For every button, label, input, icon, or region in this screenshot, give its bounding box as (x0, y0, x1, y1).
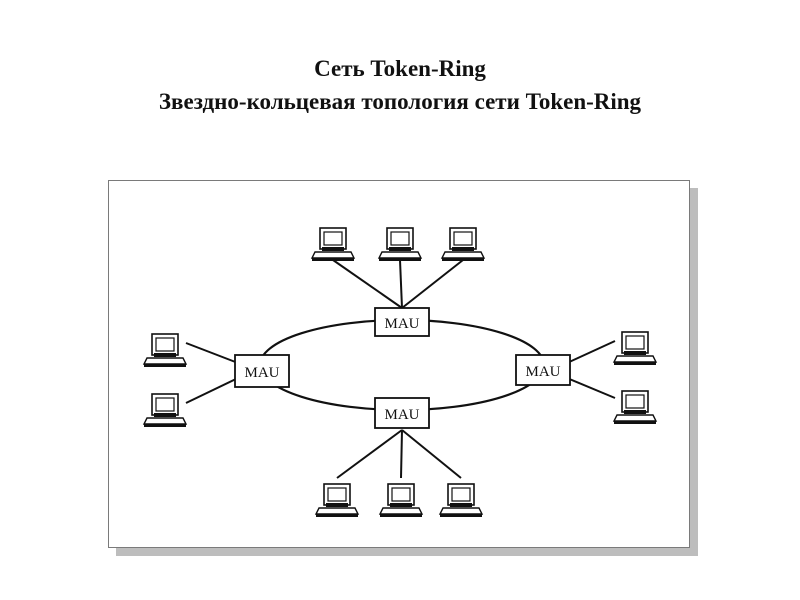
slide-title: Сеть Token-Ring Звездно-кольцевая тополо… (0, 52, 800, 118)
computer-icon (143, 393, 187, 428)
computer-icon (311, 227, 355, 262)
mau-label: MAU (384, 407, 419, 423)
computer-icon (613, 331, 657, 366)
mau-label: MAU (525, 364, 560, 380)
computer-icon (441, 227, 485, 262)
connection-lines (185, 259, 616, 479)
mau-hub-top: MAU (374, 307, 430, 337)
computer-icon (439, 483, 483, 518)
mau-hub-left: MAU (234, 354, 290, 388)
title-line-2: Звездно-кольцевая топология сети Token-R… (158, 89, 642, 114)
mau-hub-bottom: MAU (374, 397, 430, 429)
computer-icon (143, 333, 187, 368)
computer-icon (613, 390, 657, 425)
computer-icon (378, 227, 422, 262)
mau-hub-right: MAU (515, 354, 571, 386)
computer-icon (379, 483, 423, 518)
title-line-1: Сеть Token-Ring (314, 56, 486, 81)
computer-icon (315, 483, 359, 518)
mau-label: MAU (384, 316, 419, 332)
mau-label: MAU (244, 365, 279, 381)
